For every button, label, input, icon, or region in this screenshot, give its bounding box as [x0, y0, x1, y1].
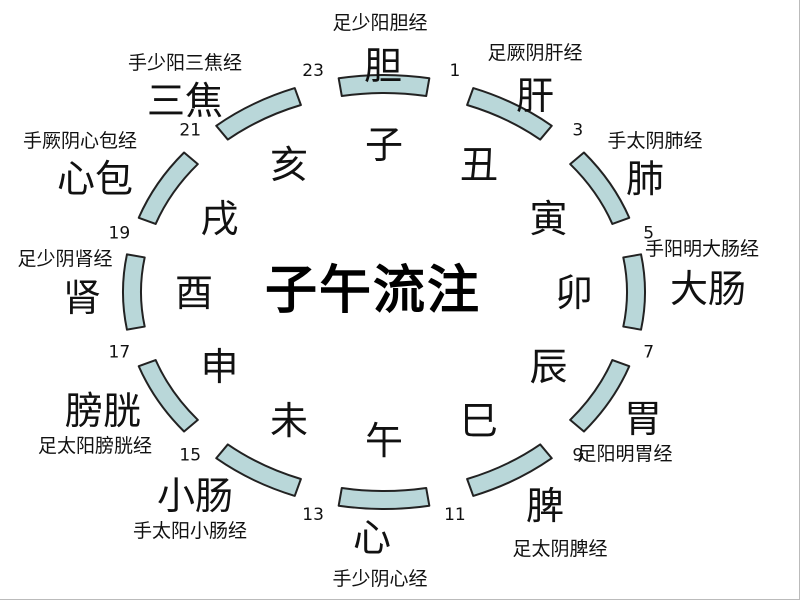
branch-label: 未: [270, 399, 308, 443]
hour-label: 23: [302, 61, 324, 81]
organ-label: 膀胱: [65, 389, 141, 433]
branch-label: 戌: [200, 197, 238, 241]
organ-label: 脾: [526, 484, 564, 528]
ring-segment: [569, 359, 631, 433]
hour-label: 17: [109, 343, 131, 363]
organ-label: 心包: [57, 157, 133, 201]
meridian-label: 手厥阴心包经: [23, 130, 137, 152]
meridian-label: 手少阴心经: [332, 568, 427, 590]
organ-label: 肺: [626, 157, 664, 201]
branch-label: 辰: [530, 345, 568, 389]
ring-segment: [466, 443, 553, 497]
organ-label: 心: [353, 516, 391, 560]
ring-segment: [337, 486, 431, 510]
hour-label: 3: [572, 120, 583, 140]
ring-segment: [122, 253, 146, 331]
meridian-label: 足太阳膀胱经: [38, 435, 152, 457]
organ-label: 肾: [63, 276, 101, 320]
branch-label: 寅: [530, 197, 568, 241]
ring-segment: [215, 87, 302, 141]
meridian-label: 足阳明胃经: [577, 443, 672, 465]
organ-label: 大肠: [670, 267, 746, 311]
organ-label: 胃: [624, 397, 662, 441]
branch-label: 亥: [270, 143, 308, 187]
hour-label: 1: [450, 61, 461, 81]
meridian-label: 足太阴脾经: [512, 538, 607, 560]
ring-segment: [622, 253, 646, 331]
hour-label: 15: [179, 446, 201, 466]
meridian-label: 足少阳胆经: [332, 12, 427, 34]
hour-label: 11: [444, 505, 466, 525]
meridian-label: 足少阴肾经: [17, 248, 112, 270]
ring-segment: [137, 151, 199, 225]
meridian-label: 手阳明大肠经: [645, 238, 759, 260]
branch-label: 酉: [175, 271, 213, 315]
branch-label: 午: [365, 419, 403, 463]
ring-segment: [466, 87, 553, 141]
hour-label: 13: [302, 505, 324, 525]
meridian-label: 手太阳小肠经: [133, 520, 247, 542]
branch-label: 丑: [460, 143, 498, 187]
clock-ring: [122, 74, 646, 510]
branch-label: 卯: [555, 271, 593, 315]
branch-label: 子: [365, 123, 403, 167]
ring-segment: [337, 74, 431, 98]
hour-label: 9: [572, 446, 583, 466]
organ-label: 小肠: [157, 474, 233, 518]
organ-label: 三焦: [147, 79, 223, 123]
hour-label: 19: [109, 223, 131, 243]
ring-segment: [215, 443, 302, 497]
hour-label: 5: [643, 223, 654, 243]
organ-label: 胆: [364, 44, 402, 88]
ring-segment: [569, 151, 631, 225]
ring-segment: [137, 359, 199, 433]
meridian-label: 手少阳三焦经: [128, 52, 242, 74]
hour-label: 21: [179, 120, 201, 140]
hour-label: 7: [643, 343, 654, 363]
meridian-label: 足厥阴肝经: [487, 42, 582, 64]
branch-label: 申: [200, 345, 238, 389]
meridian-label: 手太阴肺经: [607, 130, 702, 152]
organ-label: 肝: [516, 74, 554, 118]
branch-label: 巳: [460, 399, 498, 443]
